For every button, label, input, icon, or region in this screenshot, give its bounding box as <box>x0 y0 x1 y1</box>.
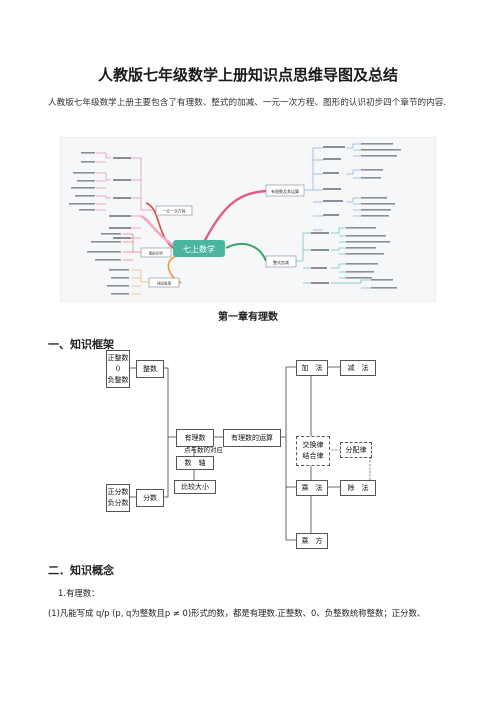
branch-node-polynomial <box>265 255 297 268</box>
box-fraction-parts: 正分数 负分数 <box>106 484 130 512</box>
right-top-tree <box>304 143 361 231</box>
branch-pink <box>199 189 267 249</box>
intro-paragraph: 人教版七年级数学上册主要包含了有理数、整式的加减、一元一次方程、图形的认识初步四… <box>48 98 447 108</box>
item-rational-heading: 1.有理数： <box>58 588 100 598</box>
left-mid-leaves <box>87 233 121 261</box>
section-heading-framework: 一、知识框架 <box>48 338 114 351</box>
section-heading-concepts: 二．知识概念 <box>48 564 114 577</box>
branch-node-segments-label: 线段角度 <box>157 281 172 286</box>
right-bottom-tree <box>296 227 371 289</box>
branch-node-rational-label: 有理数及其运算 <box>271 188 299 194</box>
left-top-leaves <box>69 152 131 239</box>
framework-connectors <box>128 366 371 541</box>
left-bottom-leaves <box>107 269 129 295</box>
box-integer-parts: 正整数 0 负整数 <box>106 350 130 388</box>
box-subtraction: 减 法 <box>340 360 376 376</box>
box-distributive: 分配律 <box>340 442 372 458</box>
left-top-tree <box>96 152 156 239</box>
box-number-line: 数 轴 <box>176 456 214 470</box>
branch-node-segments <box>148 277 180 288</box>
left-bottom-tree <box>131 269 149 295</box>
mind-map-svg: 七上数学 有理数及其运算 整式加减 <box>69 143 401 295</box>
box-rational-numbers: 有理数 <box>176 429 214 447</box>
branch-node-figures-label: 图形初步 <box>149 251 164 256</box>
paragraph-rational-definition: (1)凡能写成 q/p (p, q为整数且p ≠ 0)形式的数，都是有理数.正整… <box>48 608 426 618</box>
mind-map-center-label: 七上数学 <box>183 244 215 254</box>
document-title: 人教版七年级数学上册知识点思维导图及总结 <box>97 66 398 84</box>
left-mid-tree <box>123 233 141 261</box>
branch-red <box>145 202 177 251</box>
box-commutative-associative: 交换律 结合律 <box>296 436 330 466</box>
box-rational-operations: 有理数的运算 <box>223 429 281 447</box>
box-fractions: 分数 <box>136 489 164 507</box>
box-multiplication: 乘 法 <box>296 480 328 496</box>
branch-green <box>225 242 267 262</box>
branch-node-polynomial-label: 整式加减 <box>273 259 289 265</box>
branch-node-equation-label: 一元一次方程 <box>163 209 186 214</box>
right-bottom-leaves <box>311 227 397 289</box>
label-point-number-correspondence: 点与数的对应 <box>184 446 223 454</box>
branch-node-figures <box>140 247 172 258</box>
box-integers: 整数 <box>136 360 164 378</box>
right-top-leaves <box>323 143 401 217</box>
box-division: 除 法 <box>340 480 376 496</box>
branch-node-equation <box>155 205 193 216</box>
box-power: 乘 方 <box>296 533 328 549</box>
mind-map-center <box>173 240 225 257</box>
chapter-title: 第一章有理数 <box>218 312 278 323</box>
box-addition: 加 法 <box>296 360 328 376</box>
branch-node-rational <box>265 184 305 197</box>
box-compare-size: 比较大小 <box>174 480 216 494</box>
knowledge-framework-diagram: 正整数 0 负整数 整数 正分数 负分数 分数 有理数 有理数的运算 点与数的对… <box>96 340 418 552</box>
mind-map-image: 七上数学 有理数及其运算 整式加减 <box>60 137 436 302</box>
